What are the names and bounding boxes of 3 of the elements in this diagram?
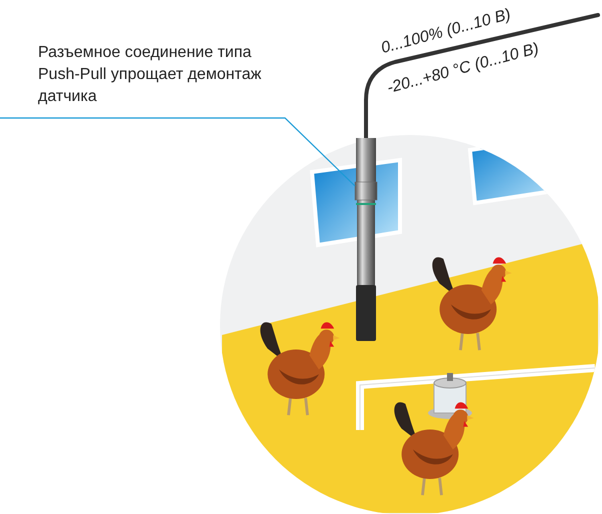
callout-text: Разъемное соединение типа Push-Pull упрощает демонтаж датчика [38, 42, 273, 108]
leader-line [0, 117, 356, 186]
push-pull-connector [354, 182, 378, 200]
